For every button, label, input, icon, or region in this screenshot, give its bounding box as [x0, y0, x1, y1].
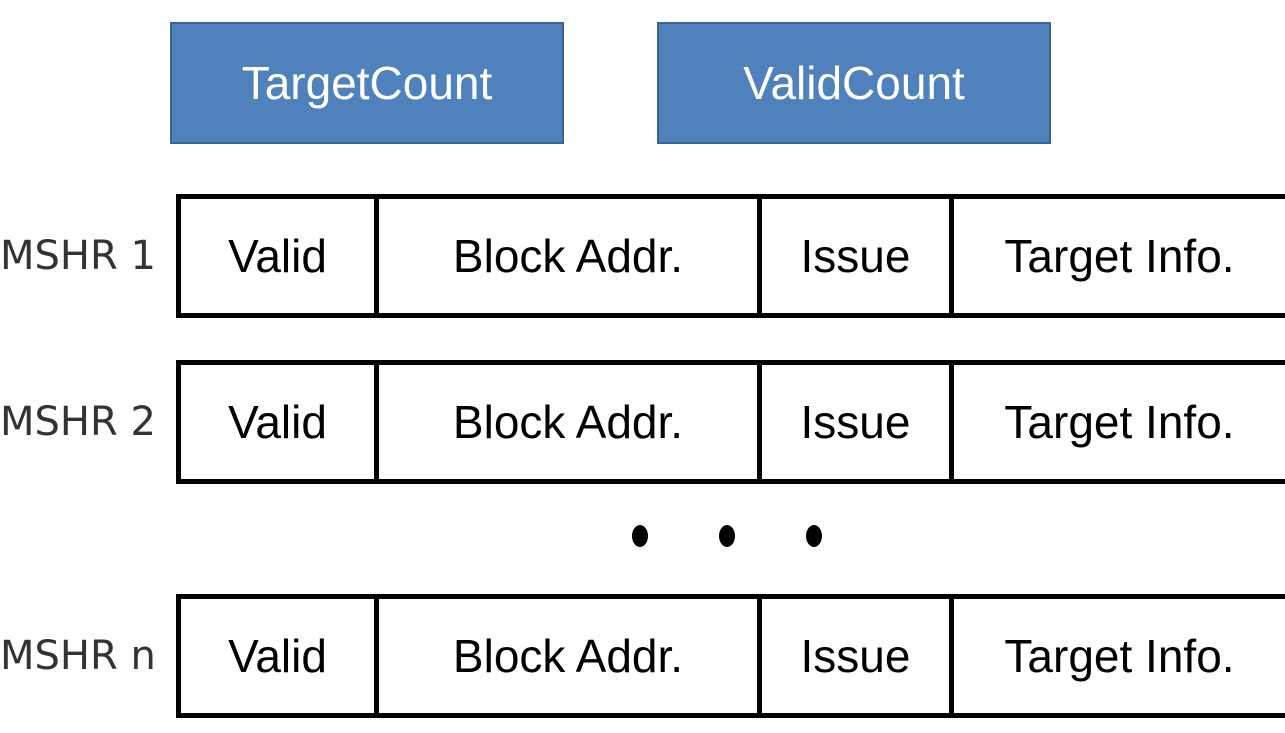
- block-addr-field: Block Addr.: [374, 365, 757, 479]
- issue-field: Issue: [757, 199, 949, 313]
- target-info-field: Target Info.: [949, 199, 1285, 313]
- block-addr-field: Block Addr.: [374, 599, 757, 713]
- ellipsis-dot: [806, 525, 822, 547]
- ellipsis-dot: [719, 525, 735, 547]
- valid-count-register: ValidCount: [657, 22, 1051, 144]
- mshr-entry-n: Valid Block Addr. Issue Target Info.: [176, 594, 1285, 718]
- mshr-entry-1: Valid Block Addr. Issue Target Info.: [176, 194, 1285, 318]
- mshr-n-label: MSHR n: [0, 633, 156, 679]
- valid-field: Valid: [228, 230, 327, 282]
- valid-field: Valid: [228, 630, 327, 682]
- target-count-label: TargetCount: [241, 57, 493, 109]
- mshr-2-label: MSHR 2: [0, 399, 156, 445]
- target-info-field: Target Info.: [949, 599, 1285, 713]
- issue-field: Issue: [757, 365, 949, 479]
- valid-count-label: ValidCount: [743, 57, 965, 109]
- ellipsis: [632, 516, 822, 556]
- mshr-1-label: MSHR 1: [0, 233, 156, 279]
- block-addr-field: Block Addr.: [374, 199, 757, 313]
- target-info-field: Target Info.: [949, 365, 1285, 479]
- valid-field: Valid: [228, 396, 327, 448]
- mshr-entry-2: Valid Block Addr. Issue Target Info.: [176, 360, 1285, 484]
- issue-field: Issue: [757, 599, 949, 713]
- target-count-register: TargetCount: [170, 22, 564, 144]
- ellipsis-dot: [632, 525, 648, 547]
